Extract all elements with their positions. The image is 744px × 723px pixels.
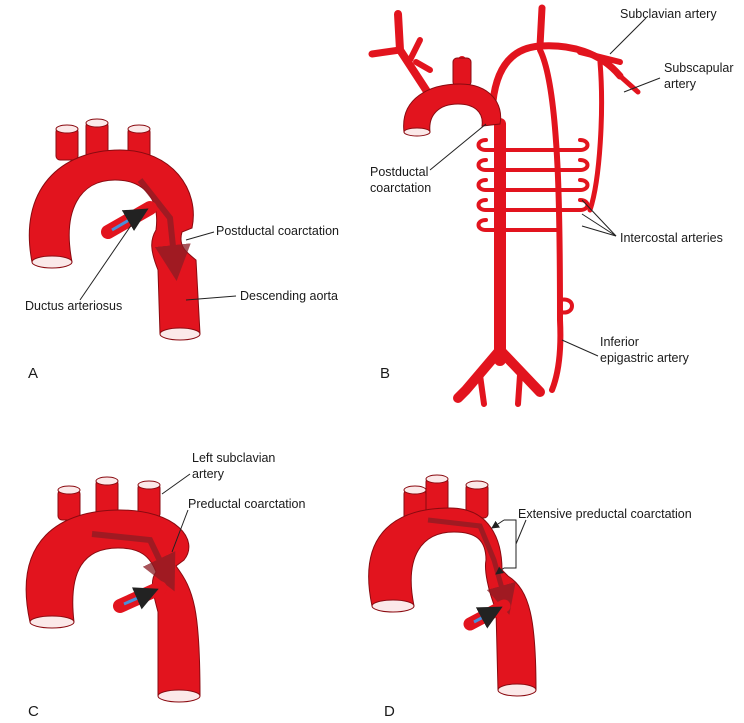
label-inferior-epigastric-line2: epigastric artery (600, 351, 690, 365)
panel-c-flow-arrow (91, 531, 176, 592)
label-postductal-coarctation-a: Postductal coarctation (216, 224, 339, 238)
panel-d: Extensive preductal coarctation D (368, 474, 692, 720)
label-postductal-coarctation-b-line2: coarctation (370, 181, 431, 195)
panel-a-flow-arrow (137, 178, 191, 281)
panel-b-vessels (368, 4, 641, 407)
label-descending-aorta: Descending aorta (240, 289, 338, 303)
panel-d-aorta (368, 477, 537, 691)
panel-a-leaders (79, 223, 237, 301)
panel-b: Subclavian artery Subscapular artery Pos… (368, 4, 734, 407)
panel-c-leaders (161, 473, 191, 553)
panel-b-arch (403, 57, 502, 133)
panel-b-leaders (429, 17, 661, 357)
panel-d-bracket (491, 519, 527, 575)
panel-c-vessel-openings (29, 476, 201, 703)
panel-c-ductus (113, 581, 167, 613)
label-subscapular-artery-line1: Subscapular (664, 61, 734, 75)
panel-letter-c: C (28, 703, 39, 720)
label-left-subclavian-artery-line2: artery (192, 467, 225, 481)
panel-d-flow-arrow (427, 517, 516, 615)
label-extensive-preductal-coarctation: Extensive preductal coarctation (518, 507, 692, 521)
panel-a-vessel-openings (31, 118, 201, 341)
panel-letter-b: B (380, 365, 390, 382)
label-subscapular-artery-line2: artery (664, 77, 697, 91)
label-postductal-coarctation-b-line1: Postductal (370, 165, 428, 179)
panel-d-vessel-openings (371, 474, 537, 697)
label-left-subclavian-artery-line1: Left subclavian (192, 451, 275, 465)
panel-letter-a: A (28, 365, 38, 382)
panel-a-aorta (28, 121, 201, 335)
panel-b-arch-opening (403, 127, 431, 137)
label-subclavian-artery: Subclavian artery (620, 7, 717, 21)
panel-a-ductus (101, 201, 157, 239)
label-preductal-coarctation: Preductal coarctation (188, 497, 305, 511)
panel-c: Left subclavian artery Preductal coarcta… (25, 451, 305, 720)
label-inferior-epigastric-line1: Inferior (600, 335, 639, 349)
panel-a: Postductal coarctation Ductus arteriosus… (25, 118, 339, 382)
label-intercostal-arteries: Intercostal arteries (620, 231, 723, 245)
label-ductus-arteriosus: Ductus arteriosus (25, 299, 122, 313)
panel-c-aorta (25, 479, 201, 697)
panel-d-ductus (463, 599, 511, 631)
panel-letter-d: D (384, 703, 395, 720)
